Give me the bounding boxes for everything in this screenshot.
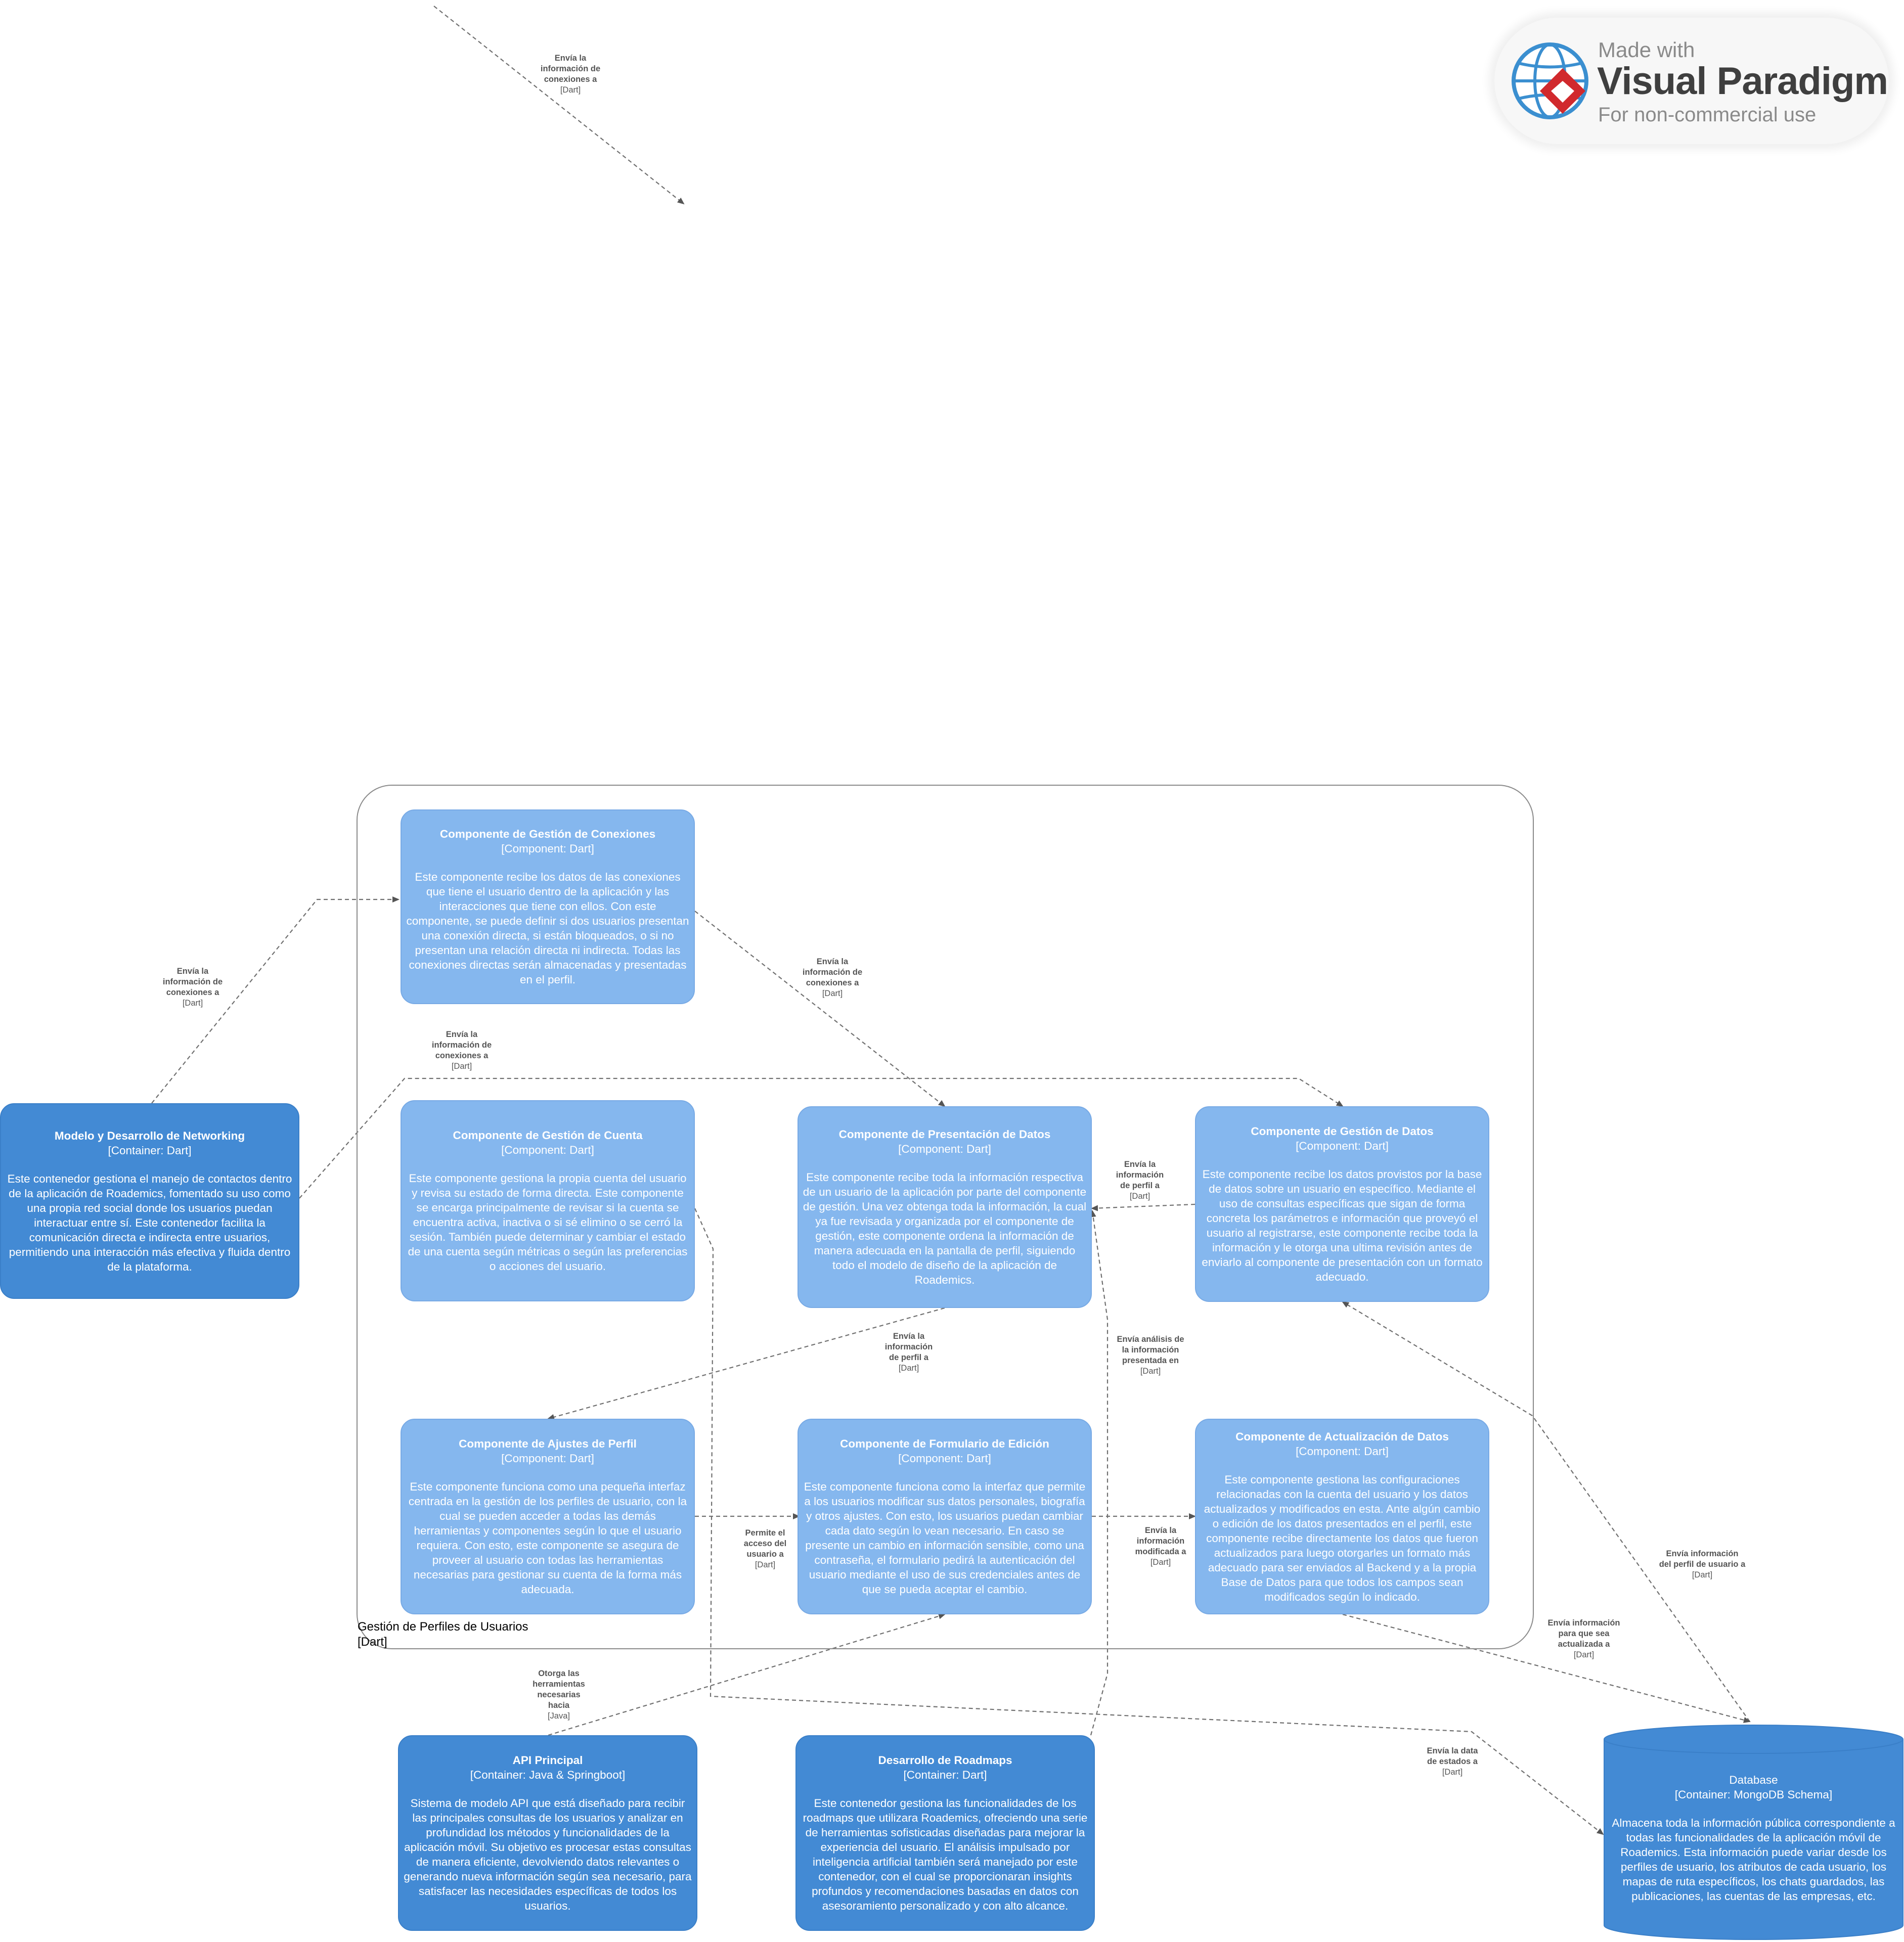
component-stereotype: [Component: Dart]: [1296, 1140, 1389, 1152]
component-description: Este componente funciona como una pequeñ…: [408, 1480, 687, 1596]
edge-actualizacion-to-db: [1342, 1613, 1751, 1723]
edge-networking-to-gestion-datos: [299, 1077, 1344, 1199]
edge-cuenta-to-db: [694, 1208, 1604, 1835]
component-description: Este componente recibe toda la informaci…: [803, 1171, 1087, 1286]
container-title: Modelo y Desarrollo de Networking: [54, 1129, 245, 1142]
component-presentacion-datos[interactable]: Componente de Presentación de Datos [Com…: [798, 1106, 1092, 1308]
edge-label: Envía la información de conexiones a[Dar…: [540, 54, 601, 95]
container-description: Almacena toda la información pública cor…: [1612, 1816, 1895, 1903]
edge-gestion-to-presentacion: [1091, 1203, 1195, 1211]
component-stereotype: [Component: Dart]: [501, 1144, 594, 1156]
container-description: Este contenedor gestiona las funcionalid…: [803, 1797, 1088, 1912]
edge-presentacion-to-ajustes: [547, 1307, 945, 1420]
edge-label: Permite el acceso del usuario a[Dart]: [743, 1528, 787, 1569]
container-description: Este contenedor gestiona el manejo de co…: [7, 1172, 292, 1273]
container-stereotype: [Container: Java & Springboot]: [470, 1769, 626, 1781]
boundary-name: Gestión de Perfiles de Usuarios: [358, 1620, 528, 1634]
container-networking[interactable]: Modelo y Desarrollo de Networking [Conta…: [0, 1103, 299, 1299]
component-ajustes-perfil[interactable]: Componente de Ajustes de Perfil [Compone…: [401, 1419, 695, 1614]
boundary-label: Gestión de Perfiles de Usuarios[Dart]: [358, 1619, 528, 1650]
edge-conexiones-to-presentacion: [694, 911, 946, 1107]
component-title: Componente de Gestión de Cuenta: [453, 1129, 643, 1142]
component-stereotype: [Component: Dart]: [1296, 1444, 1389, 1458]
edge-label: Envía la información de conexiones a[Dar…: [431, 1030, 492, 1071]
component-gestion-datos[interactable]: Componente de Gestión de Datos [Componen…: [1195, 1106, 1489, 1302]
container-database[interactable]: Database [Container: MongoDB Schema] Alm…: [1603, 1724, 1904, 1942]
edge-api-to-formulario: [548, 1613, 946, 1736]
component-title: Componente de Formulario de Edición: [840, 1437, 1049, 1450]
database-text: Database [Container: MongoDB Schema] Alm…: [1603, 1739, 1904, 1936]
edge-db-to-gestion-datos: [1342, 1301, 1750, 1722]
container-api-principal[interactable]: API Principal [Container: Java & Springb…: [398, 1735, 697, 1931]
component-title: Componente de Presentación de Datos: [838, 1128, 1051, 1141]
container-description: Sistema de modelo API que está diseñado …: [404, 1797, 692, 1912]
edge-label: Envía la información modificada a[Dart]: [1135, 1526, 1186, 1567]
component-title: Componente de Gestión de Datos: [1251, 1125, 1434, 1138]
component-actualizacion-datos[interactable]: Componente de Actualización de Datos [Co…: [1195, 1419, 1489, 1614]
visual-paradigm-watermark: Made with Visual Paradigm For non-commer…: [1494, 18, 1889, 144]
component-stereotype: [Component: Dart]: [501, 1452, 594, 1465]
container-roadmaps[interactable]: Desarrollo de Roadmaps [Container: Dart]…: [795, 1735, 1095, 1931]
visual-paradigm-logo-icon: [1512, 42, 1588, 119]
component-description: Este componente recibe los datos de las …: [406, 871, 689, 986]
component-description: Este componente gestiona las configuraci…: [1204, 1473, 1481, 1603]
container-stereotype: [Container: Dart]: [903, 1769, 987, 1781]
watermark-brand: Visual Paradigm: [1597, 60, 1888, 103]
container-stereotype: [Container: Dart]: [108, 1144, 192, 1157]
database-cylinder-icon: [1604, 1724, 1903, 1940]
component-title: Componente de Actualización de Datos: [1235, 1430, 1449, 1443]
edge-roadmaps-to-presentacion: [1090, 1210, 1109, 1736]
container-stereotype: [Container: MongoDB Schema]: [1674, 1788, 1833, 1801]
component-stereotype: [Component: Dart]: [898, 1452, 991, 1465]
component-description: Este componente recibe los datos provist…: [1202, 1168, 1483, 1283]
component-formulario-edicion[interactable]: Componente de Formulario de Edición [Com…: [798, 1419, 1092, 1614]
edge-label: Envía análisis de la información present…: [1117, 1335, 1184, 1376]
edge-label: Envía la información de conexiones a[Dar…: [802, 957, 863, 998]
watermark-made-with: Made with: [1598, 38, 1695, 62]
component-stereotype: [Component: Dart]: [898, 1143, 991, 1155]
boundary-tech: [Dart]: [358, 1635, 387, 1649]
component-title: Componente de Ajustes de Perfil: [459, 1437, 637, 1450]
edge-label: Envía la información de perfil a[Dart]: [884, 1332, 933, 1373]
component-title: Componente de Gestión de Conexiones: [439, 828, 656, 840]
component-gestion-conexiones[interactable]: Componente de Gestión de Conexiones [Com…: [401, 809, 695, 1004]
edge-label: Envía información del perfil de usuario …: [1659, 1549, 1746, 1579]
edge-label: Envía la información de conexiones a[Dar…: [162, 967, 223, 1008]
container-title: API Principal: [512, 1754, 583, 1767]
component-gestion-cuenta[interactable]: Componente de Gestión de Cuenta [Compone…: [401, 1100, 695, 1301]
edge-label: Envía la información de perfil a[Dart]: [1116, 1160, 1164, 1201]
component-stereotype: [Component: Dart]: [501, 842, 594, 855]
edge-label: Envía información para que sea actualiza…: [1547, 1618, 1620, 1659]
edge-label: Envía la data de estados a[Dart]: [1427, 1746, 1478, 1777]
watermark-usage: For non-commercial use: [1598, 104, 1817, 126]
edge-networking-to-conexiones: [151, 896, 400, 1104]
edge-label: Otorga las herramientas necesarias hacia…: [533, 1669, 585, 1721]
container-title: Desarrollo de Roadmaps: [878, 1754, 1012, 1767]
component-description: Este componente gestiona la propia cuent…: [408, 1172, 688, 1273]
container-title: Database: [1729, 1773, 1778, 1786]
component-description: Este componente funciona como la interfa…: [804, 1480, 1086, 1596]
system-boundary: [357, 785, 1534, 1649]
edge-top-stray: [433, 6, 685, 205]
